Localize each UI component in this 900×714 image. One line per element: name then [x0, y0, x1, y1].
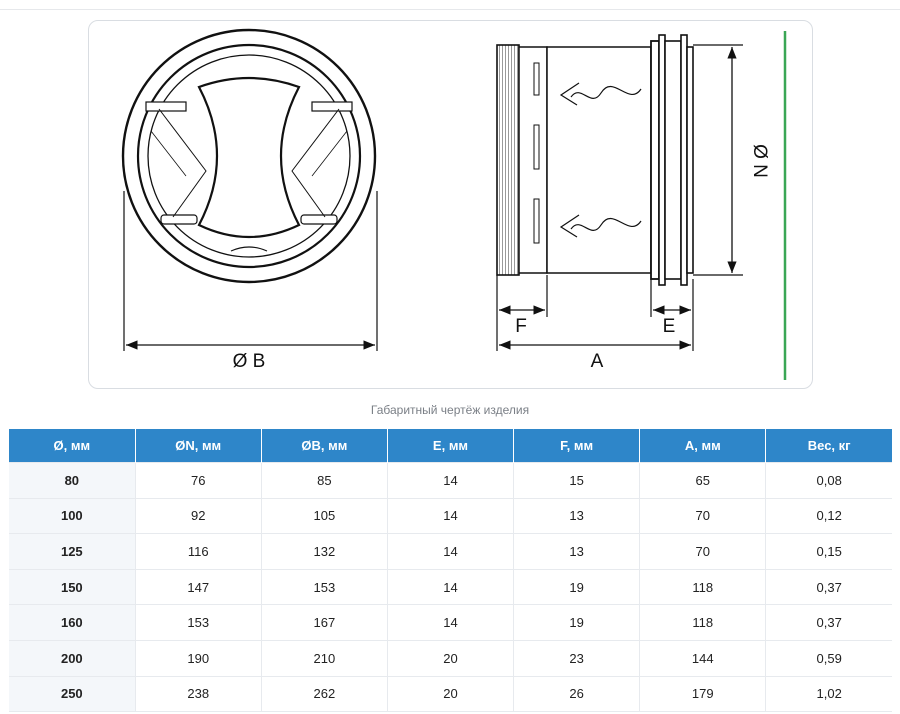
- table-cell: 0,37: [765, 568, 892, 605]
- table-cell: 160: [9, 604, 136, 641]
- table-cell: 144: [639, 639, 766, 677]
- table-cell: 153: [134, 604, 262, 641]
- outer-ring: [121, 28, 377, 284]
- table-row: 160 153 167 14 19 118 0,37: [9, 604, 892, 641]
- inner-ring: [136, 43, 362, 269]
- table-cell: 147: [134, 568, 262, 605]
- front-view: [121, 28, 377, 284]
- header-e: E, мм: [386, 429, 514, 463]
- label-ob: Ø B: [233, 351, 266, 372]
- table-cell: 153: [260, 568, 388, 605]
- table-cell: 70: [639, 497, 766, 534]
- table-cell: 238: [134, 675, 262, 713]
- table-header-row: Ø, мм ØN, мм ØB, мм E, мм F, мм A, мм Ве…: [9, 429, 892, 463]
- table-cell: 190: [134, 639, 262, 677]
- table-cell: 167: [260, 604, 388, 641]
- table-cell: 92: [134, 497, 262, 534]
- label-e: E: [663, 316, 676, 337]
- table-cell: 116: [134, 533, 262, 570]
- housing-body: [546, 46, 652, 274]
- table-cell: 1,02: [765, 675, 892, 713]
- table-cell: 20: [386, 675, 514, 713]
- table-cell: 85: [260, 462, 388, 499]
- table-cell: 70: [639, 533, 766, 570]
- table-cell: 14: [386, 604, 514, 641]
- header-on: ØN, мм: [134, 429, 262, 463]
- side-view: [496, 34, 694, 286]
- center-flap: [197, 76, 301, 239]
- table-cell: 19: [513, 604, 640, 641]
- table-cell: 76: [134, 462, 262, 499]
- inner-rim: [147, 54, 351, 258]
- table-cell: 20: [386, 639, 514, 677]
- table-cell: 200: [9, 639, 136, 677]
- table-cell: 210: [260, 639, 388, 677]
- table-row: 250 238 262 20 26 179 1,02: [9, 675, 892, 713]
- table-cell: 13: [513, 497, 640, 534]
- table-cell: 0,37: [765, 604, 892, 641]
- table-cell: 125: [9, 533, 136, 570]
- table-cell: 0,08: [765, 462, 892, 499]
- table-cell: 65: [639, 462, 766, 499]
- dimension-drawing: Ø B Ø N: [121, 28, 787, 380]
- header-f: F, мм: [513, 429, 640, 463]
- top-divider: [0, 9, 900, 10]
- table-cell: 14: [386, 462, 514, 499]
- table-cell: 105: [260, 497, 388, 534]
- dimension-f: [496, 275, 548, 351]
- dimension-ob: [123, 191, 378, 351]
- dimension-on: [693, 44, 743, 276]
- table-cell: 0,59: [765, 639, 892, 677]
- table-cell: 0,12: [765, 497, 892, 534]
- header-diameter: Ø, мм: [9, 429, 136, 463]
- table-cell: 14: [386, 568, 514, 605]
- table-cell: 15: [513, 462, 640, 499]
- spec-table: Ø, мм ØN, мм ØB, мм E, мм F, мм A, мм Ве…: [9, 429, 892, 713]
- table-cell: 80: [9, 462, 136, 499]
- table-row: 125 116 132 14 13 70 0,15: [9, 533, 892, 570]
- table-cell: 14: [386, 533, 514, 570]
- table-cell: 118: [639, 604, 766, 641]
- table-cell: 132: [260, 533, 388, 570]
- table-row: 150 147 153 14 19 118 0,37: [9, 568, 892, 605]
- drawing-card: Ø B Ø N: [88, 20, 813, 389]
- table-row: 80 76 85 14 15 65 0,08: [9, 462, 892, 499]
- table-cell: 118: [639, 568, 766, 605]
- table-cell: 179: [639, 675, 766, 713]
- table-cell: 13: [513, 533, 640, 570]
- header-a: A, мм: [639, 429, 766, 463]
- table-cell: 262: [260, 675, 388, 713]
- header-weight: Вес, кг: [765, 429, 892, 463]
- knurled-collar: [496, 44, 520, 276]
- table-cell: 100: [9, 497, 136, 534]
- table-cell: 0,15: [765, 533, 892, 570]
- table-row: 200 190 210 20 23 144 0,59: [9, 639, 892, 677]
- table-cell: 250: [9, 675, 136, 713]
- dimension-e: [650, 279, 694, 351]
- table-cell: 14: [386, 497, 514, 534]
- table-row: 100 92 105 14 13 70 0,12: [9, 497, 892, 534]
- header-ob: ØB, мм: [260, 429, 388, 463]
- table-cell: 150: [9, 568, 136, 605]
- label-a: A: [591, 351, 604, 372]
- label-on: Ø N: [749, 144, 770, 178]
- drawing-caption: Габаритный чертёж изделия: [370, 403, 530, 417]
- label-f: F: [515, 316, 527, 337]
- table-cell: 26: [513, 675, 640, 713]
- table-cell: 19: [513, 568, 640, 605]
- table-cell: 23: [513, 639, 640, 677]
